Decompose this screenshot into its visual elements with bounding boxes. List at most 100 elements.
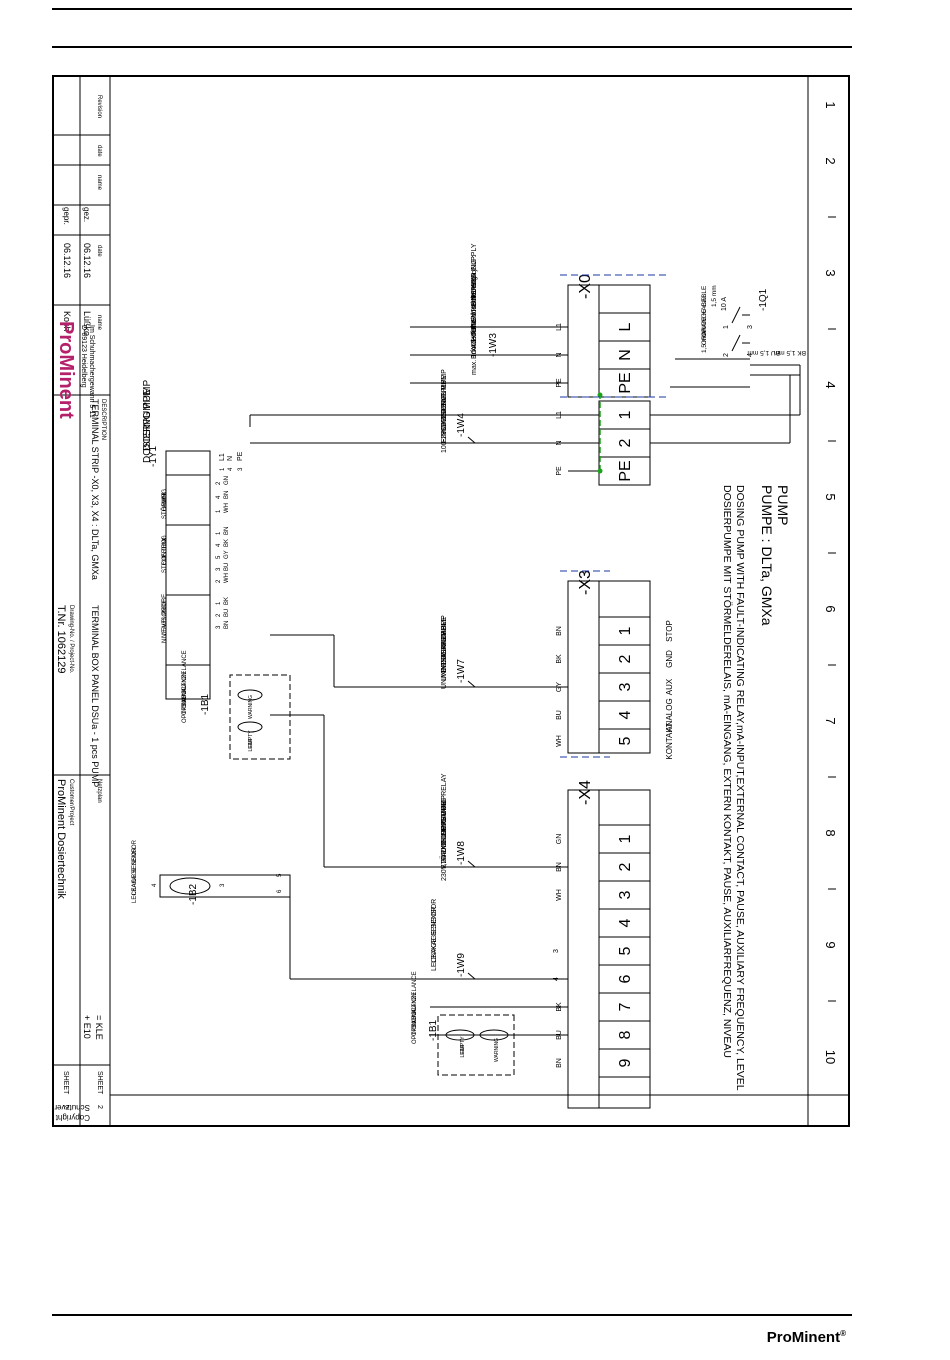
header-rule bbox=[52, 46, 852, 48]
x4-wire-3: 3 bbox=[553, 949, 560, 953]
tb-name-col: name bbox=[96, 175, 102, 191]
w9-line2: LECKAGE SENSOR bbox=[431, 906, 438, 971]
b1-pump-sw3: LEER bbox=[248, 738, 254, 751]
suction-lance-top: WARNING EMPTY LEER -1B1 SUCTION LANCE SA… bbox=[412, 971, 515, 1076]
w3-line5: max. 10 A bbox=[471, 344, 478, 375]
x3-wire-2: BK bbox=[556, 654, 563, 664]
b1-top-line1: SUCTION LANCE bbox=[412, 971, 418, 1020]
title-line2: PUMPE : DLTa, GMXa bbox=[759, 485, 775, 626]
tb-row2-date: 06.12.16 bbox=[62, 243, 72, 278]
x3-term-2: 2 bbox=[617, 654, 634, 663]
pump-level-bk: BK bbox=[224, 597, 230, 605]
x3-term-5: 5 bbox=[617, 736, 634, 745]
cable-1w3: -1W3 ATTENTION: External fuse necessary … bbox=[471, 243, 499, 375]
schematic-svg: 1 2 3 4 5 6 7 8 9 10 PUMP PUMPE : DLTa, … bbox=[52, 75, 850, 1127]
pump-fault-title-fault: FAULT bbox=[162, 492, 168, 511]
tb-address1: Im Schuhmachergewann 5-11 bbox=[88, 325, 95, 418]
pe-bond-dot-a bbox=[597, 468, 603, 474]
b1-pump-sw1: WARNING bbox=[248, 695, 254, 719]
tb-sheet-no: 2 bbox=[96, 1105, 103, 1109]
tb-customer-label: Customer/Project bbox=[68, 779, 74, 826]
breaker-cable5: ORANGE KABEL bbox=[701, 294, 708, 345]
drawing-title: PUMP PUMPE : DLTa, GMXa DOSING PUMP WITH… bbox=[721, 485, 791, 1091]
w8-line2: DOSIERPUMPE bbox=[441, 801, 448, 853]
x3-strip bbox=[567, 580, 651, 754]
b2-line1: LEAKAGE SENSOR bbox=[132, 839, 138, 895]
pump-control-num-4: 4 bbox=[216, 543, 222, 547]
breaker-cable1: BK 1,5 mm bbox=[774, 349, 806, 356]
x4-term-6: 6 bbox=[617, 974, 634, 983]
x0-strip bbox=[567, 284, 651, 398]
x0-term-pe: PE bbox=[617, 372, 634, 393]
b2-line2: LECKAGE SENSOR bbox=[132, 847, 138, 903]
b1-pump-line3: OPTIONAL bbox=[182, 684, 188, 715]
w3-line4: Erforderliche Vorsicherung bbox=[471, 276, 478, 359]
pump-control-wh: WH bbox=[224, 573, 230, 583]
x0-wire-n: N bbox=[556, 352, 563, 357]
w9-tag: -1W9 bbox=[456, 953, 467, 977]
x3-signal-aux: AUX bbox=[665, 678, 674, 695]
pump-fault-bn: BN bbox=[224, 491, 230, 499]
pump-power-pin-3: 3 bbox=[238, 467, 244, 471]
b1-pump-line2: SAUGLANZE bbox=[182, 671, 188, 707]
w3-line3: ACHTUNG: bbox=[471, 314, 478, 351]
drawing-frame bbox=[52, 75, 850, 1127]
tb-row2-label: gepr. bbox=[62, 207, 71, 225]
w8-tag: -1W8 bbox=[456, 841, 467, 865]
x4-term-9: 9 bbox=[617, 1058, 634, 1067]
pump-control-bn: BN bbox=[224, 527, 230, 535]
w4-line3: POWER SUPPLY bbox=[441, 379, 448, 435]
b1-pump-line1: SUCTION LANCE bbox=[182, 650, 188, 699]
breaker-cable2: BU 1,5 mm bbox=[747, 349, 780, 356]
field-wiring-marks bbox=[560, 274, 670, 758]
x1-wire-n: N bbox=[556, 440, 563, 445]
x0-term-n: N bbox=[617, 349, 634, 361]
breaker-pin-2: 2 bbox=[723, 353, 730, 357]
title-block: Revision date name date name gez. 06.12.… bbox=[52, 75, 110, 1127]
pump-control-bk: BK bbox=[224, 539, 230, 547]
tb-row1-date: 06.12.16 bbox=[82, 243, 92, 278]
b1-top-sw2: EMPTY bbox=[460, 1036, 466, 1054]
x4-wire-4: 4 bbox=[553, 977, 560, 981]
x3-signal-stop: STOP bbox=[665, 620, 674, 642]
w9-line1: LEAKAGE SENSOR bbox=[431, 899, 438, 963]
x3-wire-1: BN bbox=[556, 626, 563, 636]
x4-label: -X4 bbox=[577, 780, 594, 805]
pump-fault-num-1: 1 bbox=[216, 509, 222, 513]
x3-label: -X3 bbox=[577, 570, 594, 595]
copyright-line1: Copyright reserved bbox=[52, 1113, 90, 1122]
pump-level-title-1: LEVEL PROBE bbox=[162, 594, 168, 635]
breaker-pin-3: 3 bbox=[747, 325, 754, 329]
pump-level-num-3: 3 bbox=[216, 625, 222, 629]
breaker-cable4: ORANGE CABLE bbox=[701, 285, 708, 337]
pump-fault-num-4: 4 bbox=[216, 495, 222, 499]
w4-tag: -1W4 bbox=[456, 413, 467, 437]
wire-labels: L1 N PE L1 N PE BN BK GY BU WH GN BN WH … bbox=[553, 323, 563, 1068]
tb-net-plan: Netzplan bbox=[96, 779, 102, 803]
tb-plant: = KLE bbox=[94, 1015, 104, 1040]
leakage-sensor-1b2: -1B2 3 4 5 6 LEAKAGE SENSOR LECKAGE SENS… bbox=[132, 839, 291, 905]
pump-control-title-2: STEUERUNG bbox=[162, 535, 168, 573]
grid-num-5: 5 bbox=[823, 493, 838, 500]
w8-line3: FAULT-INDICATING RELAY bbox=[441, 773, 448, 861]
pump-control-title-1: CONTROL bbox=[162, 535, 168, 565]
breaker-cable6: 1,5 mm bbox=[701, 331, 708, 353]
wiring bbox=[249, 326, 801, 1036]
w7-line2: DOSIERPUMPE bbox=[441, 621, 448, 673]
w3-line7: EINSPEISUNG : bbox=[471, 255, 478, 307]
x3-wire-5: WH bbox=[556, 735, 563, 747]
pump-control-num-3: 3 bbox=[216, 567, 222, 571]
tb-rev-col: Revision bbox=[96, 95, 102, 118]
b1-pump-line4: OPTION bbox=[182, 700, 188, 723]
cable-1w9: -1W9 LEAKAGE SENSOR LECKAGE SENSOR bbox=[431, 899, 476, 980]
pump-fault-title-stoerung: STÖRUNG bbox=[161, 489, 168, 519]
x3-term-4: 4 bbox=[617, 710, 634, 719]
x3-signal-gnd: GND bbox=[665, 650, 674, 668]
x4-term-2: 2 bbox=[617, 862, 634, 871]
grid-num-9: 9 bbox=[823, 941, 838, 948]
x4-term-5: 5 bbox=[617, 946, 634, 955]
tb-location: + E10 bbox=[82, 1015, 92, 1039]
x1-term-pe: PE bbox=[617, 460, 634, 481]
b1-pump-sw2: EMPTY bbox=[248, 730, 254, 748]
pump-level-bu: BU bbox=[224, 609, 230, 617]
